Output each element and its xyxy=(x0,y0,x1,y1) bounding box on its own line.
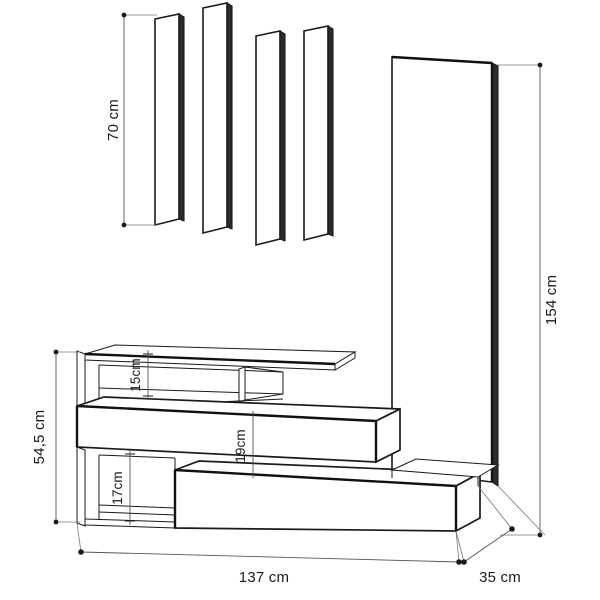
wall-panel-3 xyxy=(255,30,286,247)
top-shelf xyxy=(84,344,357,371)
tall-mirror-cabinet xyxy=(391,55,499,488)
dimension-wall-panels-height: 70 cm xyxy=(105,12,157,228)
base-cabinet xyxy=(390,458,500,486)
dim-label-bottom-shelf-gap: 17cm xyxy=(110,471,125,504)
dim-label-top-shelf-gap: 15cm xyxy=(128,358,143,391)
dimension-tall-cabinet-height: 154 cm xyxy=(497,62,560,538)
lower-unit-group xyxy=(75,344,500,533)
dim-label-tall-cabinet-height: 154 cm xyxy=(543,275,560,325)
dimension-lower-unit-height: 54,5 cm xyxy=(31,349,80,525)
lower-open-compartment xyxy=(76,446,176,529)
dimension-top-shelf-gap: 15cm xyxy=(128,350,153,400)
dim-label-lower-unit-height: 54,5 cm xyxy=(31,410,48,465)
dimension-bottom-shelf-gap: 17cm xyxy=(110,450,135,525)
wall-panel-2 xyxy=(202,2,233,235)
bottom-drawer xyxy=(173,460,484,533)
middle-drawer xyxy=(75,396,401,464)
dim-label-wall-panels-height: 70 cm xyxy=(105,99,122,141)
dim-label-overall-width: 137 cm xyxy=(239,569,289,586)
wall-panel-4 xyxy=(303,25,334,242)
dimension-overall-width: 137 cm xyxy=(76,522,462,586)
dimension-middle-drawer-height: 19cm xyxy=(233,411,258,478)
wall-panel-1 xyxy=(154,13,185,227)
dim-label-middle-drawer-height: 19cm xyxy=(233,429,248,462)
dim-label-overall-depth: 35 cm xyxy=(479,569,521,586)
dimension-overall-depth: 35 cm xyxy=(455,485,546,586)
wall-panels-group xyxy=(154,2,334,247)
